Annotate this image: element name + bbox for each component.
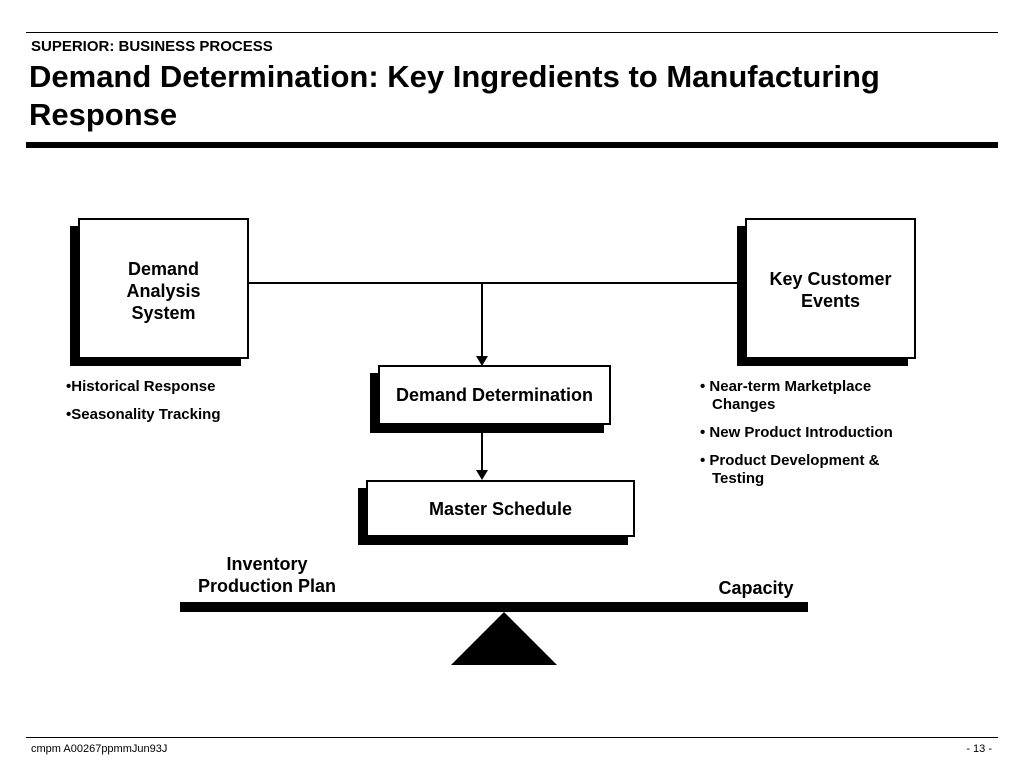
master-schedule-box-label: Master Schedule: [428, 498, 573, 519]
footer-page-number: - 13 -: [966, 743, 992, 755]
header-thick-rule: [26, 142, 998, 148]
bullet-near-term-marketplace-changes: • Near-term Marketplace Changes: [700, 378, 872, 413]
header-top-rule: [26, 32, 998, 33]
balance-beam: [180, 602, 808, 612]
bullet-product-development-testing: • Product Development & Testing: [700, 452, 880, 487]
bullet-historical-response: •Historical Response: [66, 378, 216, 395]
left-bullet-list: •Historical Response •Seasonality Tracki…: [66, 378, 266, 434]
balance-right-label: Capacity: [718, 578, 794, 598]
key-customer-box: Key Customer Events: [745, 218, 916, 359]
master-schedule-box: Master Schedule: [366, 480, 635, 537]
demand-determination-box-label: Demand Determination: [395, 385, 594, 405]
section-kicker: SUPERIOR: BUSINESS PROCESS: [31, 38, 273, 55]
balance-fulcrum: [451, 612, 557, 665]
key-customer-box-label: Key Customer Events: [769, 269, 892, 311]
footer-document-id: cmpm A00267ppmmJun93J: [31, 743, 168, 755]
bullet-seasonality-tracking: •Seasonality Tracking: [66, 406, 221, 423]
bullet-new-product-introduction: • New Product Introduction: [700, 424, 893, 441]
arrow-to-demand-determination: [476, 356, 488, 366]
right-bullet-list: • Near-term Marketplace Changes • New Pr…: [700, 378, 940, 498]
demand-analysis-box: Demand Analysis System: [78, 218, 249, 359]
demand-determination-box: Demand Determination: [378, 365, 611, 425]
balance-left-label: Inventory Production Plan: [197, 554, 336, 596]
demand-analysis-box-label: Demand Analysis System: [126, 259, 201, 323]
arrow-to-master-schedule: [476, 470, 488, 480]
footer-rule: [26, 737, 998, 738]
page-title: Demand Determination: Key Ingredients to…: [29, 59, 880, 132]
